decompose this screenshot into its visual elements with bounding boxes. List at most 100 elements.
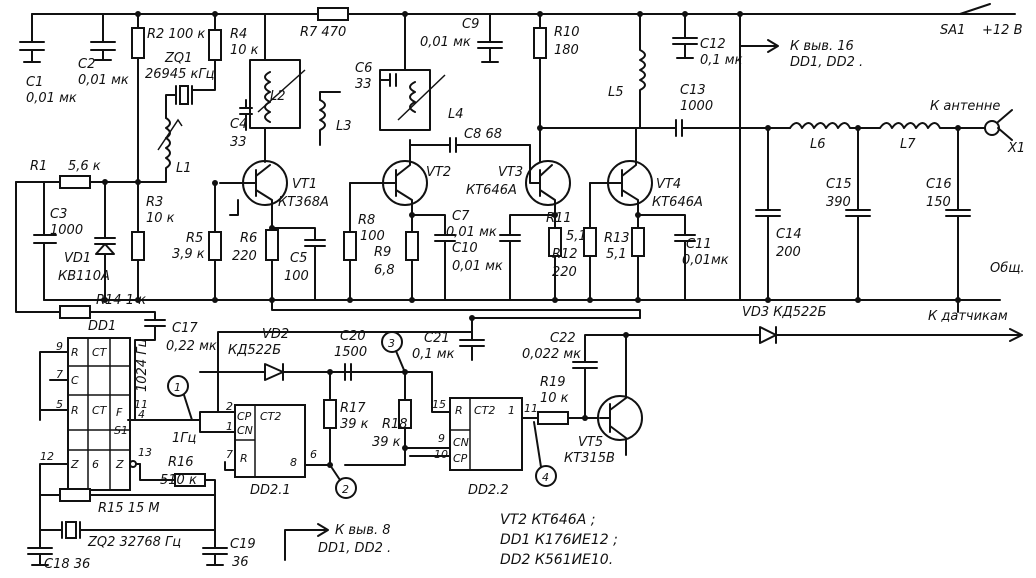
label-r17-value: 39 к — [340, 417, 369, 432]
label-l7: L7 — [900, 137, 916, 152]
label-c11: C11 — [686, 237, 712, 252]
label-c13: C13 — [680, 83, 706, 98]
label-r1: R1 — [30, 159, 47, 174]
pin-7: 7 — [56, 368, 63, 381]
node-1-label: 1 — [174, 381, 181, 394]
label-c5-value: 100 — [284, 269, 309, 284]
label-c21: C21 — [424, 331, 450, 346]
label-r16: R16 — [168, 455, 194, 470]
label-c9: C9 — [462, 17, 479, 32]
dd1-s1: S1 — [114, 424, 128, 437]
label-c11-value: 0,01мк — [682, 253, 729, 268]
label-c6: C6 — [355, 61, 372, 76]
label-c13-value: 1000 — [680, 99, 713, 114]
label-c14: C14 — [776, 227, 802, 242]
label-sa1: SA1 — [940, 23, 965, 38]
label-r11-value: 5,1 — [566, 229, 587, 244]
label-vt1: VT1 — [292, 177, 317, 192]
label-r2: R2 100 к — [147, 27, 205, 42]
dd21-p2: 2 — [226, 400, 233, 413]
label-c12-value: 0,1 мк — [700, 53, 743, 68]
label-r5: R5 — [186, 231, 203, 246]
label-c9-value: 0,01 мк — [420, 35, 471, 50]
label-r13: R13 — [604, 231, 630, 246]
label-l2: L2 — [270, 89, 286, 104]
label-r4: R4 — [230, 27, 247, 42]
label-c7-value: 0,01 мк — [446, 225, 497, 240]
dd21-r: R — [240, 452, 248, 465]
label-r12-value: 220 — [552, 265, 577, 280]
pin-12: 12 — [40, 450, 54, 463]
label-c19-value: 36 — [232, 555, 249, 570]
dd22-r: R — [455, 404, 463, 417]
pin-4: 4 — [138, 408, 145, 421]
label-c4-value: 33 — [230, 135, 247, 150]
label-pin8-ics: DD1, DD2 . — [318, 541, 391, 556]
label-r3: R3 — [146, 195, 163, 210]
label-l1: L1 — [176, 161, 192, 176]
label-r10: R10 — [554, 25, 580, 40]
dd21-p1: 1 — [226, 420, 233, 433]
label-r3-value: 10 к — [146, 211, 175, 226]
dd1-c: C — [71, 374, 79, 387]
dd1-ct2: CT — [92, 404, 108, 417]
label-1hz: 1Гц — [172, 431, 197, 446]
label-r9: R9 — [374, 245, 391, 260]
label-r18: R18 — [382, 417, 408, 432]
label-c2: C2 — [78, 57, 95, 72]
label-l5: L5 — [608, 85, 624, 100]
label-r10-value: 180 — [554, 43, 579, 58]
note-vt2: VT2 КТ646А ; — [500, 512, 595, 528]
label-dd21: DD2.1 — [250, 483, 291, 498]
pin-13: 13 — [138, 446, 152, 459]
dd21-p8: 8 — [290, 456, 297, 469]
label-c1: C1 — [26, 75, 43, 90]
label-zq1-value: 26945 кГц — [145, 67, 215, 82]
label-c1-value: 0,01 мк — [26, 91, 77, 106]
label-c2-value: 0,01 мк — [78, 73, 129, 88]
label-pin16-ics: DD1, DD2 . — [790, 55, 863, 70]
label-1024hz: 1024 Гц — [135, 339, 150, 392]
label-c16: C16 — [926, 177, 952, 192]
label-vt5-type: КТ315В — [564, 451, 615, 466]
label-c7: C7 — [452, 209, 470, 224]
label-r13-value: 5,1 — [606, 247, 627, 262]
label-r11: R11 — [546, 211, 572, 226]
label-c22: C22 — [550, 331, 576, 346]
note-dd1: DD1 К176ИЕ12 ; — [500, 532, 618, 548]
label-dd1: DD1 — [88, 319, 116, 334]
label-vt4: VT4 — [656, 177, 681, 192]
dd21-ct2: CT2 — [260, 410, 281, 423]
label-c20-value: 1500 — [334, 345, 367, 360]
dd22-p11: 11 — [524, 402, 538, 415]
label-zq1: ZQ1 — [164, 51, 192, 66]
label-r5-value: 3,9 к — [172, 247, 205, 262]
label-r9-value: 6,8 — [374, 263, 395, 278]
label-vd3: VD3 КД522Б — [742, 305, 827, 320]
label-c14-value: 200 — [776, 245, 801, 260]
label-vt2: VT2 — [426, 165, 451, 180]
label-vd1: VD1 — [64, 251, 91, 266]
label-c10-value: 0,01 мк — [452, 259, 503, 274]
label-vt3-type: КТ646А — [466, 183, 517, 198]
label-c20: C20 — [340, 329, 366, 344]
dd1-r1: R — [71, 346, 79, 359]
label-c3-value: 1000 — [50, 223, 83, 238]
label-r8-value: 100 — [360, 229, 385, 244]
label-c10: C10 — [452, 241, 478, 256]
dd22-ct2: CT2 — [474, 404, 495, 417]
label-pin16: К выв. 16 — [790, 39, 854, 54]
label-ground: Общ. — [990, 261, 1025, 276]
label-c6-value: 33 — [355, 77, 372, 92]
label-pin8: К выв. 8 — [335, 523, 391, 538]
dd22-p9: 9 — [438, 432, 445, 445]
dd1-ct1: CT — [92, 346, 108, 359]
label-voltage: +12 В — [982, 23, 1023, 38]
note-dd2: DD2 К561ИЕ10. — [500, 552, 613, 568]
label-vd1-type: КВ110А — [58, 269, 110, 284]
label-r1-value: 5,6 к — [68, 159, 101, 174]
label-r14: R14 1 к — [96, 293, 146, 308]
label-c21-value: 0,1 мк — [412, 347, 455, 362]
